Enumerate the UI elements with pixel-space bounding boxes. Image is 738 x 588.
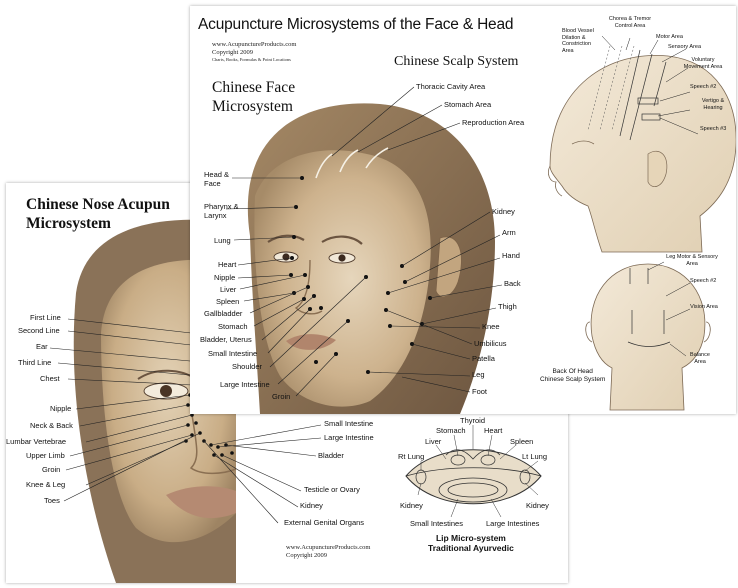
face-scalp-chart-sheet: Acupuncture Microsystems of the Face & H… xyxy=(190,6,736,414)
lip-label-lt-lung: Lt Lung xyxy=(522,452,547,461)
face-label-liver: Liver xyxy=(220,285,236,294)
back-label-speech-2: Speech #2 xyxy=(690,278,716,285)
back-label-leg-motor-sensory: Leg Motor & Sensory Area xyxy=(664,254,720,267)
scalp-label-sensory-area: Sensory Area xyxy=(668,44,701,51)
face-label-groin: Groin xyxy=(272,392,290,401)
face-label-stomach: Stomach xyxy=(218,322,248,331)
scalp-label-voluntary-movement: Voluntary Movement Area xyxy=(678,57,728,70)
face-label-patella: Patella xyxy=(472,354,495,363)
face-label-knee: Knee xyxy=(482,322,500,331)
face-label-umbilicus: Umbilicus xyxy=(474,339,507,348)
face-label-bladder-uterus: Bladder, Uterus xyxy=(200,335,252,344)
back-label-balance-area: Balance Area xyxy=(684,352,716,365)
lip-label-stomach: Stomach xyxy=(436,426,466,435)
lip-title: Lip Micro-system Traditional Ayurvedic xyxy=(428,533,514,553)
face-microsystem-title: Chinese Face Microsystem xyxy=(212,78,295,116)
scalp-label-speech-3: Speech #3 xyxy=(700,126,726,133)
face-label-arm: Arm xyxy=(502,228,516,237)
front-credit-website: www.AcupunctureProducts.com xyxy=(212,41,296,49)
lip-title-line-2: Traditional Ayurvedic xyxy=(428,543,514,553)
face-label-lung: Lung xyxy=(214,236,231,245)
back-label-vision-area: Vision Area xyxy=(690,304,718,311)
face-label-small-intestine: Small Intestine xyxy=(208,349,257,358)
face-label-foot: Foot xyxy=(472,387,487,396)
face-label-thigh: Thigh xyxy=(498,302,517,311)
face-label-reproduction-area: Reproduction Area xyxy=(462,118,524,127)
lip-label-liver: Liver xyxy=(425,437,441,446)
front-credit-tagline: Charts, Books, Formulas & Point Location… xyxy=(212,57,296,63)
face-label-pharynx-larynx: Pharynx & Larynx xyxy=(204,202,244,220)
scalp-label-speech-2: Speech #2 xyxy=(690,84,716,91)
lip-label-small-intestines: Small Intestines xyxy=(410,519,463,528)
scalp-label-chorea-tremor: Chorea & Tremor Control Area xyxy=(602,16,658,29)
face-label-head-face: Head & Face xyxy=(204,170,240,188)
scalp-label-vertigo-hearing: Vertigo & Hearing xyxy=(692,98,734,111)
lip-label-large-intestines: Large Intestines xyxy=(486,519,539,528)
lip-label-kidney-left: Kidney xyxy=(400,501,423,510)
lip-label-heart: Heart xyxy=(484,426,502,435)
back-head-caption-line-1: Back Of Head xyxy=(540,368,605,376)
scalp-label-motor-area: Motor Area xyxy=(656,34,683,41)
lip-label-thyroid: Thyroid xyxy=(460,416,485,425)
face-label-stomach-area: Stomach Area xyxy=(444,100,491,109)
face-label-heart: Heart xyxy=(218,260,236,269)
face-label-back: Back xyxy=(504,279,521,288)
face-label-thoracic-cavity: Thoracic Cavity Area xyxy=(416,82,485,91)
back-head-caption: Back Of Head Chinese Scalp System xyxy=(540,368,605,384)
back-head-caption-line-2: Chinese Scalp System xyxy=(540,376,605,384)
face-label-shoulder: Shoulder xyxy=(232,362,262,371)
face-label-leg: Leg xyxy=(472,370,485,379)
chart-main-title: Acupuncture Microsystems of the Face & H… xyxy=(198,16,513,34)
lip-label-spleen: Spleen xyxy=(510,437,533,446)
face-title-line-1: Chinese Face xyxy=(212,78,295,97)
face-label-large-intestine: Large Intestine xyxy=(220,380,270,389)
face-label-gallbladder: Gallbladder xyxy=(204,309,242,318)
front-credit: www.AcupunctureProducts.com Copyright 20… xyxy=(212,41,296,63)
lip-label-rt-lung: Rt Lung xyxy=(398,452,424,461)
face-title-line-2: Microsystem xyxy=(212,97,295,116)
lip-title-line-1: Lip Micro-system xyxy=(428,533,514,543)
face-label-kidney: Kidney xyxy=(492,207,515,216)
face-label-hand: Hand xyxy=(502,251,520,260)
front-credit-copyright: Copyright 2009 xyxy=(212,49,296,57)
scalp-system-title: Chinese Scalp System xyxy=(394,54,518,70)
face-label-nipple: Nipple xyxy=(214,273,235,282)
face-label-spleen: Spleen xyxy=(216,297,239,306)
scalp-label-blood-vessel: Blood Vessel Dilation & Constriction Are… xyxy=(562,28,600,54)
lip-label-kidney-right: Kidney xyxy=(526,501,549,510)
